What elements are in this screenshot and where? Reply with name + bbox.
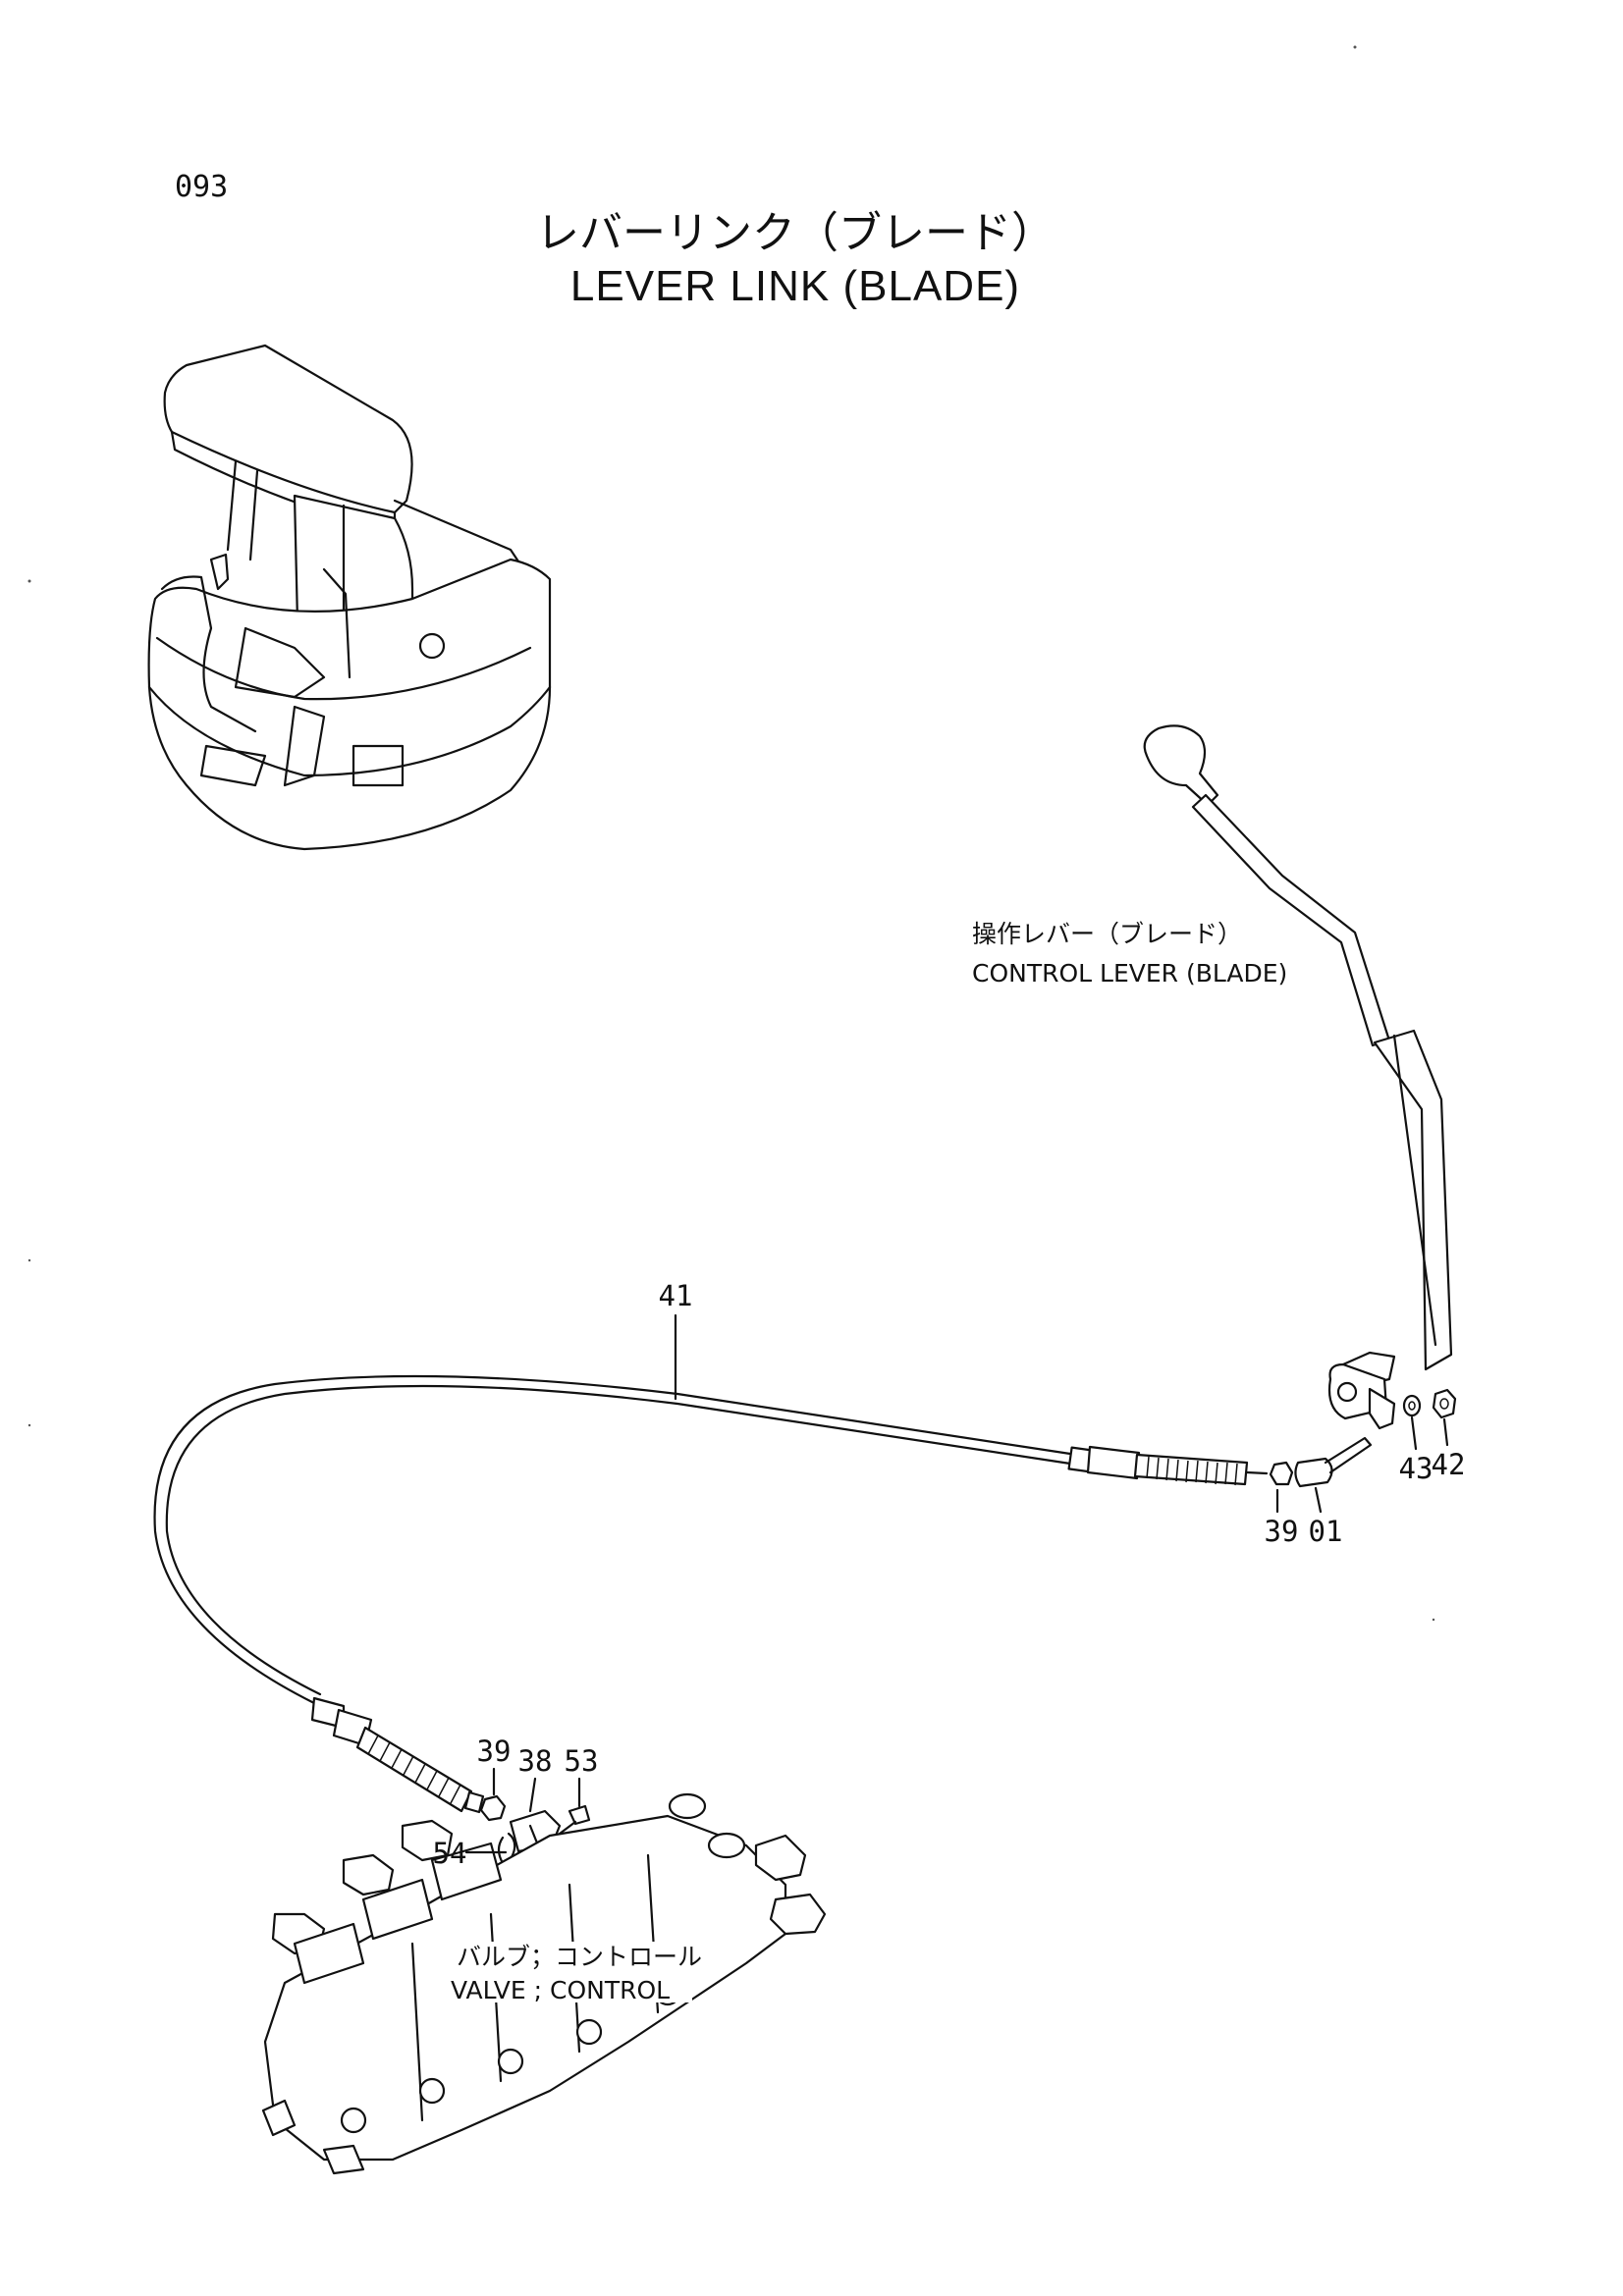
control-lever-label-jp: 操作レバー（ブレード） bbox=[972, 920, 1242, 948]
control-lever bbox=[1143, 724, 1453, 1430]
valve-label-jp: バルブ；コントロール bbox=[457, 1943, 702, 1971]
callout-leaders bbox=[464, 1313, 1449, 1854]
callout-41: 41 bbox=[659, 1279, 693, 1312]
valve-label-en: VALVE ; CONTROL bbox=[451, 1976, 670, 2004]
machine-overview bbox=[147, 344, 552, 851]
control-lever-label-en: CONTROL LEVER (BLADE) bbox=[972, 959, 1287, 988]
cable-41 bbox=[153, 1374, 1269, 1814]
callout-53: 53 bbox=[565, 1744, 599, 1778]
lever-side-hardware bbox=[1269, 1388, 1457, 1488]
scan-marks bbox=[27, 45, 1435, 1622]
callout-01: 01 bbox=[1309, 1515, 1343, 1548]
callout-39-valve: 39 bbox=[477, 1735, 512, 1768]
title-english: LEVER LINK (BLADE) bbox=[570, 262, 1020, 310]
callout-42: 42 bbox=[1432, 1448, 1466, 1481]
title-japanese: レバーリンク（ブレード） bbox=[536, 208, 1055, 258]
callout-39-lever: 39 bbox=[1265, 1515, 1299, 1548]
callout-38: 38 bbox=[518, 1744, 553, 1778]
callout-54: 54 bbox=[433, 1837, 467, 1870]
callout-43: 43 bbox=[1399, 1452, 1434, 1485]
page-number: 093 bbox=[175, 170, 228, 204]
